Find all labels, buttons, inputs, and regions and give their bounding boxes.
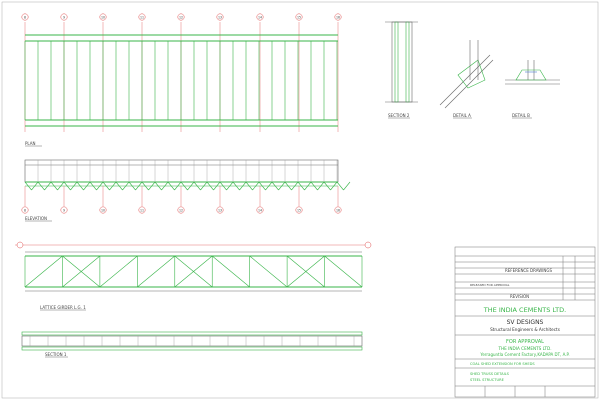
project-name: COAL SHED EXTENSION FOR SHEDS — [470, 362, 535, 366]
grid-label: 11 — [140, 15, 144, 19]
grid-label: 16 — [336, 15, 340, 19]
grid-bubble — [138, 206, 146, 214]
grid-label: 12 — [179, 15, 183, 19]
section-1-label: SECTION 1 — [45, 352, 67, 357]
plan-label: PLAN — [25, 141, 35, 146]
grid-label: 14 — [258, 15, 262, 19]
grid-label: 8 — [24, 208, 26, 212]
lattice-girder-view: LATTICE GIRDER L.G. 1 — [15, 241, 372, 311]
grid-label: 12 — [179, 208, 183, 212]
grid-bubble — [177, 206, 185, 214]
grid-bubble — [334, 206, 342, 214]
grid-bubble — [60, 13, 68, 21]
girder-web-members — [24, 255, 363, 288]
grid-bubble — [364, 241, 372, 249]
grid-label: 15 — [297, 15, 301, 19]
revision-heading: REVISION — [510, 294, 529, 299]
grid-bubble — [256, 206, 264, 214]
plan-purlins — [24, 41, 338, 120]
grid-bubble — [295, 206, 303, 214]
plan-view: 8 9 10 11 12 13 14 15 16 PLAN — [21, 13, 342, 147]
detail-b-view: DETAIL B — [505, 60, 560, 119]
grid-bubbles-top: 8 9 10 11 12 13 14 15 16 — [21, 13, 342, 21]
grid-label: 16 — [336, 208, 340, 212]
grid-label: 10 — [101, 208, 105, 212]
detail-a-view: DETAIL A — [439, 40, 494, 119]
grid-label: 11 — [140, 208, 144, 212]
grid-label: 15 — [297, 208, 301, 212]
grid-bubble — [21, 13, 29, 21]
grid-bubble — [99, 206, 107, 214]
grid-label: 13 — [218, 208, 222, 212]
grid-bubble — [60, 206, 68, 214]
grid-label: 14 — [258, 208, 262, 212]
firm-subtitle: Structural Engineers & Architects — [490, 327, 560, 332]
reference-drawings-heading: REFERENCE DRAWINGS — [505, 268, 552, 273]
grid-label: 8 — [24, 15, 26, 19]
grid-bubble — [256, 13, 264, 21]
section-1-bolts — [29, 336, 355, 346]
grid-bubble — [16, 241, 24, 249]
grid-bubble — [295, 13, 303, 21]
elevation-bracing — [24, 160, 351, 191]
elevation-label: ELEVATION — [25, 216, 47, 221]
grid-label: 9 — [63, 15, 65, 19]
approval-status: FOR APPROVAL — [506, 339, 544, 345]
site-location: Yerraguntla Cement Factory,KADAPA DT, A.… — [479, 352, 569, 357]
drawing-title-2: STEEL STRUCTURE — [470, 378, 505, 382]
grid-label: 10 — [101, 15, 105, 19]
grid-bubbles-bottom: 8 9 10 11 12 13 14 15 16 — [21, 186, 342, 214]
detail-b-label: DETAIL B — [512, 113, 530, 118]
grid-bubble — [138, 13, 146, 21]
lattice-girder-label: LATTICE GIRDER L.G. 1 — [40, 305, 86, 310]
revision-entry: RELEASED FOR APPROVAL — [470, 283, 510, 287]
client-name: THE INDIA CEMENTS LTD. — [497, 346, 551, 351]
drawing-title-1: SHED TRUSS DETAILS — [470, 372, 510, 376]
grid-bubble — [177, 13, 185, 21]
title-block: REFERENCE DRAWINGS RELEASED FOR APPROVAL… — [454, 246, 596, 398]
section-1-view: SECTION 1 — [21, 331, 363, 358]
grid-bubble — [21, 206, 29, 214]
elevation-view: 8 9 10 11 12 13 14 15 16 ELEVATION — [21, 159, 351, 222]
grid-label: 13 — [218, 15, 222, 19]
grid-bubble — [99, 13, 107, 21]
company-name: THE INDIA CEMENTS LTD. — [483, 306, 566, 314]
grid-bubble — [216, 206, 224, 214]
grid-label: 9 — [63, 208, 65, 212]
grid-bubble — [334, 13, 342, 21]
detail-a-label: DETAIL A — [453, 113, 471, 118]
grid-lines — [24, 22, 339, 132]
firm-name: SV DESIGNS — [507, 319, 544, 326]
section-2-view: SECTION 2 — [385, 21, 418, 119]
grid-bubble — [216, 13, 224, 21]
section-2-label: SECTION 2 — [388, 113, 410, 118]
